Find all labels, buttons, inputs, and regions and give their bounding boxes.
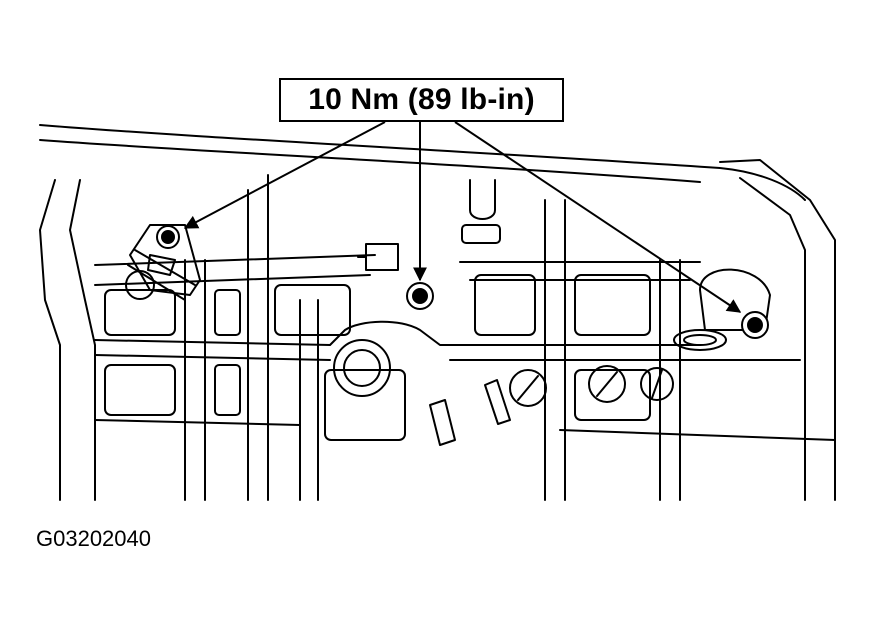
housing-top-edge-inner [39,139,701,183]
pocket-center-left [274,284,351,336]
rib-vertical-5 [659,259,681,501]
connector-block [365,243,399,271]
housing-left-edge [39,179,61,501]
right-boss [699,268,771,331]
leader-arrow-right [454,121,742,313]
pocket-right [574,274,651,336]
pocket-center-right [474,274,536,336]
slotted-plug-2 [588,365,626,403]
rib-vertical-2 [247,174,269,501]
bolt-center [406,282,434,310]
rib-vertical-4 [544,199,566,501]
rib-vertical-3 [299,299,319,501]
torque-label: 10 Nm (89 lb-in) [308,83,535,116]
slotted-plug-1 [509,369,547,407]
rib-vertical-1 [184,259,206,501]
top-tab [469,179,496,220]
drain-boss-outer [333,339,391,397]
housing-right-flange [719,159,836,501]
figure-id-label: G03202040 [36,526,151,551]
housing-top-edge [39,124,806,201]
slotted-plug-3 [640,367,674,401]
torque-callout: 10 Nm (89 lb-in) [279,78,564,122]
bolt-right [741,311,769,339]
rib-middle [94,320,701,346]
pocket-left [104,289,176,336]
rib-lower [94,419,836,441]
oval-slot [673,329,727,351]
leader-arrow-left [183,121,386,229]
bolt-left [156,225,180,249]
left-sensor-body [129,224,201,296]
